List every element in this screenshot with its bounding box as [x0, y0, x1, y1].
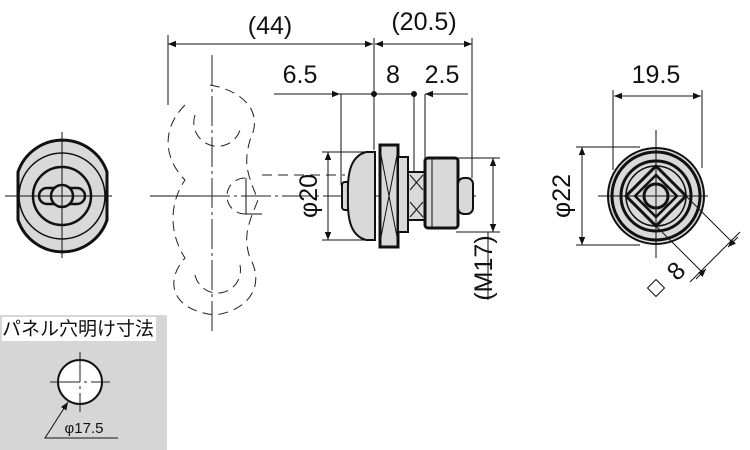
square-symbol-icon	[646, 278, 666, 298]
dim-square-8: 8	[662, 257, 692, 287]
side-view	[150, 35, 500, 335]
front-view-left	[5, 132, 112, 258]
dim-phi22: φ22	[548, 174, 576, 218]
dim-phi20: φ20	[295, 174, 323, 218]
dim-m17: (M17)	[470, 235, 498, 300]
dim-44: (44)	[248, 12, 292, 40]
dim-2-5: 2.5	[425, 61, 460, 89]
end-view-right	[576, 90, 741, 298]
dim-19-5: 19.5	[632, 61, 681, 89]
dim-8: 8	[386, 61, 400, 89]
dim-20-5: (20.5)	[391, 8, 456, 36]
panel-cutout-title: パネル穴明け寸法	[2, 317, 157, 341]
dim-phi17-5: φ17.5	[65, 420, 104, 437]
dim-6-5: 6.5	[283, 61, 318, 89]
